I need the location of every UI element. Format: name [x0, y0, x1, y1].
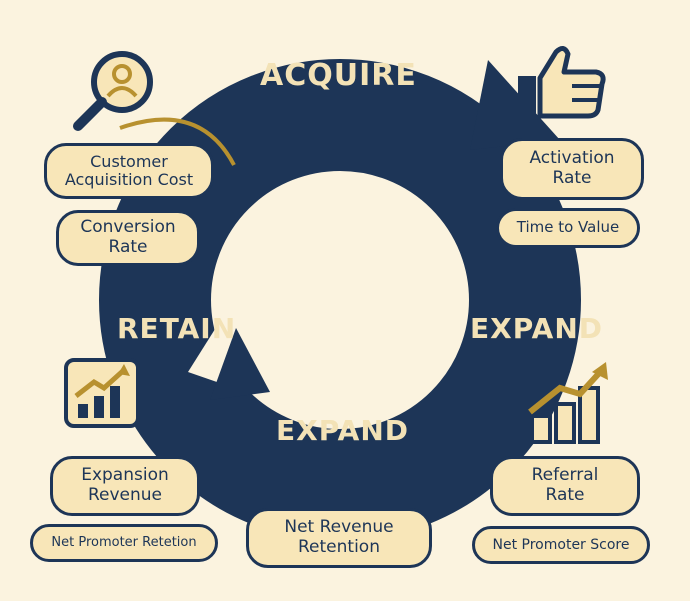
metric-conversion-rate: Conversion Rate	[56, 210, 200, 266]
metric-time-to-value: Time to Value	[496, 208, 640, 248]
growth-chart-icon	[64, 358, 140, 428]
metric-label: Activation Rate	[529, 148, 615, 188]
metric-net-promoter-retetion: Net Promoter Retetion	[30, 524, 218, 562]
metric-label: Referral Rate	[531, 465, 599, 505]
metric-activation-rate: Activation Rate	[500, 138, 644, 200]
stage-acquire: ACQUIRE	[260, 58, 417, 93]
metric-net-promoter-score: Net Promoter Score	[472, 526, 650, 564]
arrow-head-left	[210, 328, 270, 400]
magnifier-user-icon	[73, 51, 153, 131]
connector-line	[119, 117, 236, 166]
metric-customer-acquisition-cost: Customer Acquisition Cost	[44, 143, 214, 199]
stage-expand-right: EXPAND	[470, 312, 604, 345]
metric-label: Time to Value	[516, 218, 620, 237]
metric-label: Net Revenue Retention	[284, 517, 394, 557]
metric-referral-rate: Referral Rate	[490, 456, 640, 516]
metric-label: Net Promoter Retetion	[51, 534, 197, 550]
metric-label: Net Promoter Score	[492, 536, 630, 553]
metric-net-revenue-retention: Net Revenue Retention	[246, 508, 432, 568]
arrow-head-top-right	[470, 60, 560, 150]
stage-expand-bottom: EXPAND	[276, 414, 410, 447]
metric-expansion-revenue: Expansion Revenue	[50, 456, 200, 516]
stage-retain: RETAIN	[117, 312, 237, 345]
thumbs-up-icon	[518, 46, 606, 119]
metric-label: Expansion Revenue	[81, 465, 169, 505]
ring-band	[99, 59, 581, 541]
metric-label: Conversion Rate	[80, 217, 176, 257]
bar-chart-arrow-icon	[528, 362, 608, 444]
metric-label: Customer Acquisition Cost	[64, 151, 194, 189]
